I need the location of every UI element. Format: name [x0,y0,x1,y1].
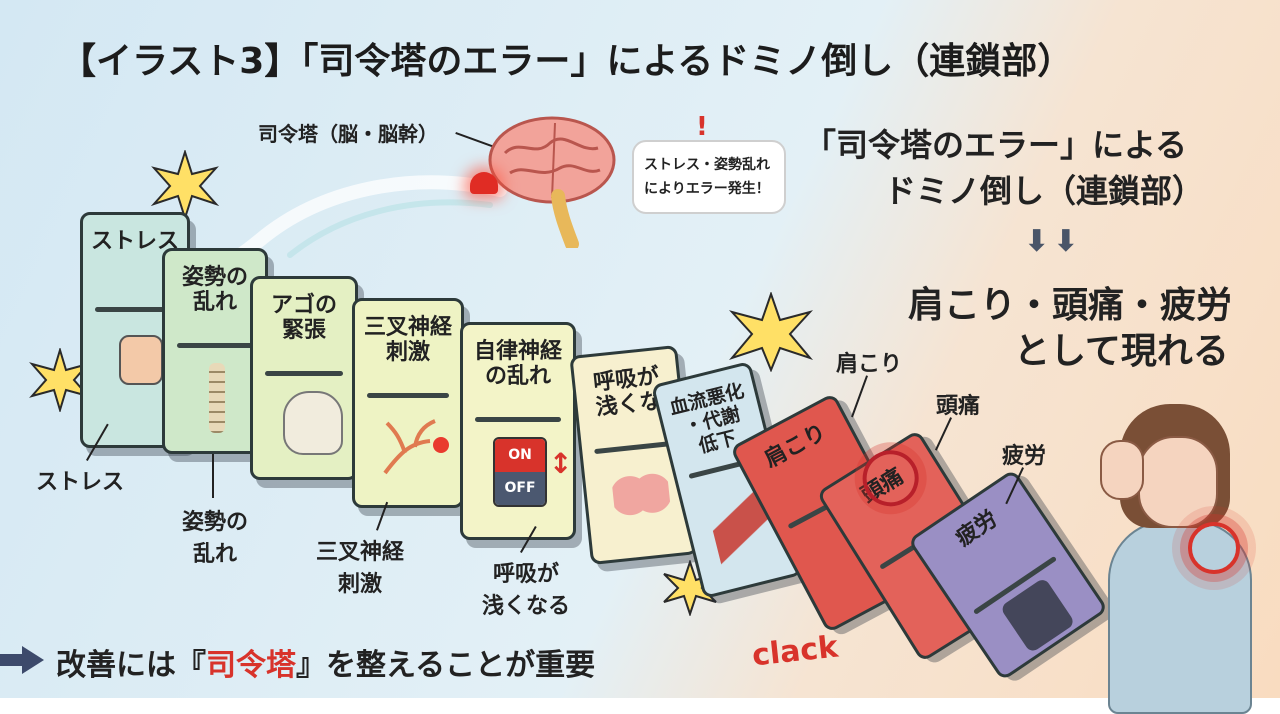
down-arrows-icon: ⬇⬇ [1024,224,1083,259]
brain-label: 司令塔（脳・脳幹） [258,122,438,146]
brain-icon [488,116,616,248]
footer-message: 改善には『司令塔』を整えることが重要 [56,640,595,684]
right-heading-line-2: ドミノ倒し（連鎖部） [884,172,1205,210]
fist-icon [119,335,163,385]
callout-breath: 呼吸が 浅くなる [482,562,571,619]
callout-headache: 頭痛 [936,394,981,419]
on-off-switch: ON OFF [493,437,547,507]
footer-prefix: 改善には『 [56,648,206,683]
tired-woman-illustration [1068,400,1268,714]
domino-trigeminal: 三叉神経 刺激 [352,298,464,508]
bubble-line-1: ストレス・姿勢乱れ [644,157,770,173]
up-down-arrow-icon: ↕ [549,447,573,480]
spine-icon [209,363,225,433]
impact-burst-icon [728,292,814,372]
result-line-2: として現れる [1014,331,1229,372]
error-bubble: ! ストレス・姿勢乱れ によりエラー発生！ [632,112,786,214]
callout-fatigue: 疲労 [1002,444,1047,469]
domino-jaw: アゴの 緊張 [250,276,358,480]
lungs-icon [610,463,672,526]
footer-arrow-shaft [0,654,24,666]
warning-icon: ! [696,112,708,142]
footer-highlight: 司令塔 [206,648,296,683]
impact-burst-icon [150,150,220,220]
callout-trigeminal: 三叉神経 刺激 [316,540,405,597]
domino-autonomic: 自律神経 の乱れ ON OFF ↕ [460,322,576,540]
alarm-light-icon [470,172,498,194]
callout-posture: 姿勢の 乱れ [182,510,249,567]
switch-off-label: OFF [495,472,545,505]
callout-stress: ストレス [36,470,125,495]
footer-suffix: 』を整えることが重要 [296,648,596,683]
nerve-icon [383,419,449,475]
skull-jaw-icon [283,391,343,455]
result-line-1: 肩こり・頭痛・疲労 [908,285,1233,326]
page-title: 【イラスト3】「司令塔のエラー」によるドミノ倒し（連鎖部） [60,41,1074,82]
right-heading-line-1: 「司令塔のエラー」による [804,126,1188,164]
bubble-line-2: によりエラー発生！ [644,181,770,197]
pain-glow-icon [1188,522,1240,574]
footer-arrow-icon [22,646,44,674]
callout-shoulder: 肩こり [836,352,903,377]
switch-on-label: ON [495,439,545,472]
